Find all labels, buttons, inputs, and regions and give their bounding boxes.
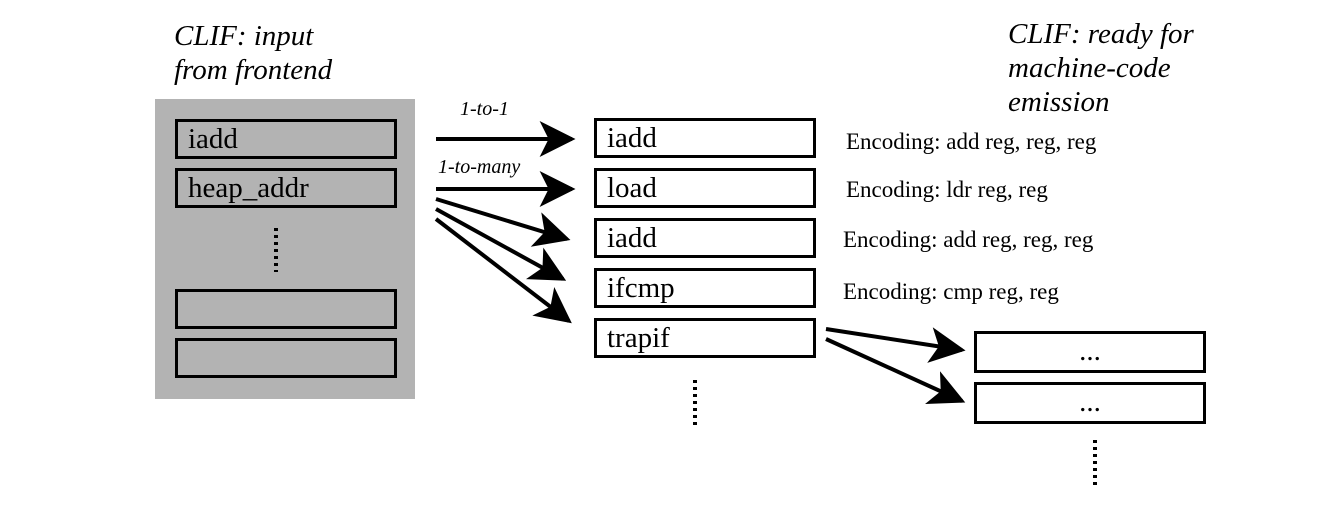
input-instruction	[175, 289, 397, 329]
output-heading-line-3: emission	[1008, 86, 1110, 118]
encoding-label: Encoding: cmp reg, reg	[843, 279, 1059, 304]
output-heading: CLIF: ready for machine-code emission	[1008, 17, 1194, 119]
encoding-label: Encoding: add reg, reg, reg	[843, 227, 1094, 252]
one-to-many-arrow	[435, 197, 571, 247]
one-to-many-label: 1-to-many	[438, 156, 521, 178]
input-heading-line-1: CLIF: input	[174, 20, 314, 52]
output-instruction: iadd	[594, 218, 816, 258]
expansion-arrow	[825, 327, 966, 363]
input-instruction: heap_addr	[175, 168, 397, 208]
encoding-label: Encoding: ldr reg, reg	[846, 177, 1048, 202]
output-instruction: iadd	[594, 118, 816, 158]
encoding-label: Encoding: add reg, reg, reg	[846, 129, 1097, 154]
input-instruction	[175, 338, 397, 378]
one-to-many-arrow	[434, 217, 572, 324]
output-heading-line-1: CLIF: ready for	[1008, 18, 1194, 50]
output-instruction: load	[594, 168, 816, 208]
input-instruction: iadd	[175, 119, 397, 159]
one-to-many-arrow	[435, 207, 567, 281]
input-heading-line-2: from frontend	[174, 54, 333, 86]
expanded-instruction: ...	[974, 382, 1206, 424]
output-heading-line-2: machine-code	[1008, 52, 1171, 84]
expanded-instruction: ...	[974, 331, 1206, 373]
output-instruction: trapif	[594, 318, 816, 358]
expansion-arrow	[825, 337, 966, 404]
one-to-one-label: 1-to-1	[460, 98, 509, 120]
input-heading: CLIF: input from frontend	[174, 19, 332, 87]
output-instruction: ifcmp	[594, 268, 816, 308]
